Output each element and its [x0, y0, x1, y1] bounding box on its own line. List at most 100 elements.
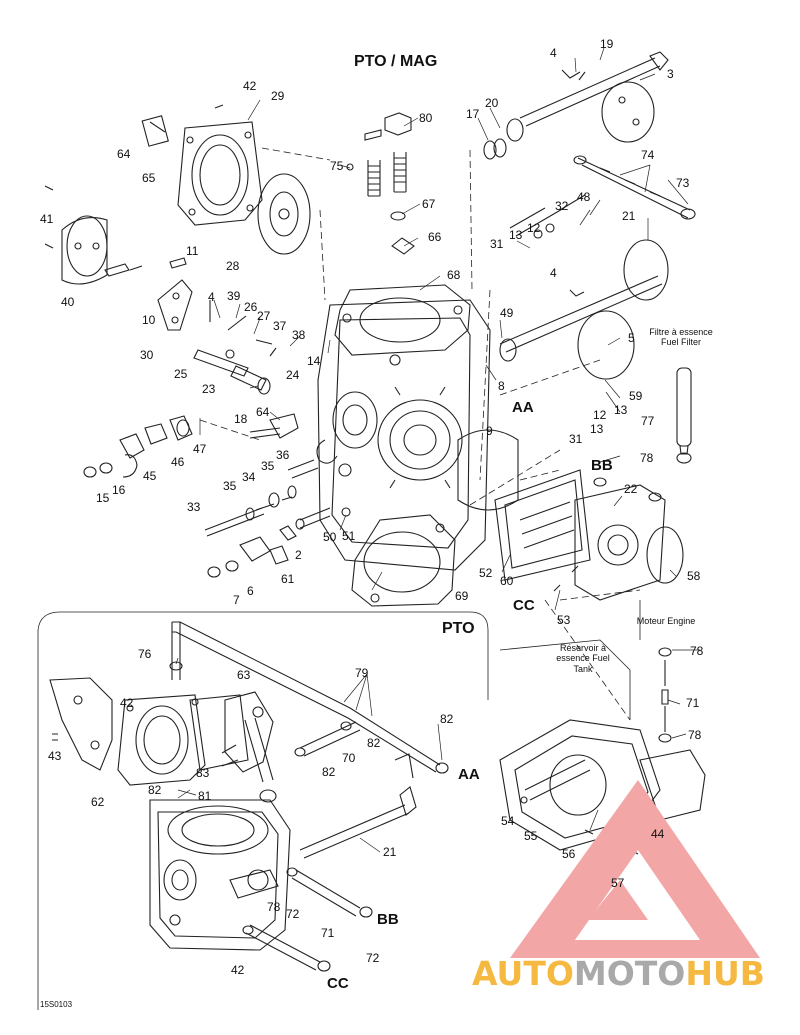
connector-bb-top: BB [591, 457, 613, 474]
part-label: 62 [91, 795, 105, 809]
part-label: 4 [208, 290, 215, 304]
part-label: 75 [330, 159, 344, 173]
part-label: 6 [247, 584, 254, 598]
fuel-tank-note: Réservoir à essence Fuel Tank [556, 643, 610, 674]
jets-and-screws [346, 112, 415, 255]
part-label: 58 [687, 569, 701, 583]
watermark-logo [510, 780, 760, 958]
part-label: 78 [690, 644, 704, 658]
leader-lines [175, 47, 700, 871]
part-label: 29 [271, 89, 285, 103]
part-label: 10 [142, 313, 156, 327]
part-label: 40 [61, 295, 75, 309]
part-label: 42 [120, 696, 134, 710]
part-label: 45 [143, 469, 157, 483]
pto-hose-71 [242, 867, 373, 972]
choke-shaft-assembly [499, 194, 669, 380]
top-gasket-68 [334, 284, 471, 356]
mixture-screws [204, 459, 351, 578]
part-label: 72 [366, 951, 380, 965]
part-label: 8 [498, 379, 505, 393]
fuel-pump-assembly [457, 429, 684, 601]
pto-shaft-21 [299, 753, 417, 859]
part-label: 49 [500, 306, 514, 320]
part-label: 76 [138, 647, 152, 661]
part-label: 79 [355, 666, 369, 680]
part-label: 68 [447, 268, 461, 282]
part-label: 80 [419, 111, 433, 125]
part-label: 21 [622, 209, 636, 223]
part-label: 82 [322, 765, 336, 779]
part-label: 78 [688, 728, 702, 742]
part-label: 3 [667, 67, 674, 81]
part-label: 63 [237, 668, 251, 682]
part-label: 43 [48, 749, 62, 763]
pto-gasket-83 [117, 694, 249, 786]
bracket-62 [49, 677, 113, 771]
part-label: 12 [593, 408, 607, 422]
part-label: 83 [196, 766, 210, 780]
left-cover-40 [44, 185, 143, 285]
hose-70 [294, 721, 449, 774]
part-label: 13 [590, 422, 604, 436]
part-label: 54 [501, 814, 515, 828]
part-label: 55 [524, 829, 538, 843]
connector-aa-top: AA [512, 399, 534, 416]
part-label: 9 [486, 424, 493, 438]
pump-cover-29 [141, 104, 263, 226]
watermark-part3: HUB [685, 954, 765, 993]
part-label: 18 [234, 412, 248, 426]
part-label: 78 [640, 451, 654, 465]
part-label: 36 [276, 448, 290, 462]
fuel-filter-note: Filtre à essence Fuel Filter [649, 327, 713, 348]
part-label: 2 [295, 548, 302, 562]
connector-bb-bottom: BB [377, 911, 399, 928]
pto-carburetor-body [149, 799, 291, 951]
part-label: 61 [281, 572, 295, 586]
connector-cc-top: CC [513, 597, 535, 614]
linkage-rod-74 [573, 155, 696, 220]
bottom-gasket-69 [351, 514, 456, 607]
part-label: 72 [286, 907, 300, 921]
connector-aa-bottom: AA [458, 766, 480, 783]
part-label: 50 [323, 530, 337, 544]
part-label: 71 [321, 926, 335, 940]
part-label: 64 [117, 147, 131, 161]
part-label: 20 [485, 96, 499, 110]
part-label: 4 [550, 46, 557, 60]
watermark-text: AUTOMOTOHUB [472, 954, 765, 993]
part-label: 16 [112, 483, 126, 497]
part-label: 81 [198, 789, 212, 803]
part-label: 69 [455, 589, 469, 603]
part-label: 47 [193, 442, 207, 456]
part-label: 22 [624, 482, 638, 496]
figure-code: 15S0103 [40, 1000, 73, 1009]
part-label: 52 [479, 566, 493, 580]
fuel-filter-77 [676, 367, 692, 464]
part-label: 28 [226, 259, 240, 273]
part-label: 32 [555, 199, 569, 213]
part-label: 33 [187, 500, 201, 514]
part-label: 42 [243, 79, 257, 93]
part-label: 13 [509, 228, 523, 242]
part-label: 64 [256, 405, 270, 419]
part-label: 82 [440, 712, 454, 726]
linkage-63 [221, 691, 277, 803]
part-label: 82 [367, 736, 381, 750]
part-label: 31 [490, 237, 504, 251]
part-label: 77 [641, 414, 655, 428]
part-label: 71 [686, 696, 700, 710]
part-label: 31 [569, 432, 583, 446]
watermark-part2: MOTO [573, 954, 686, 993]
part-label: 56 [562, 847, 576, 861]
part-label: 25 [174, 367, 188, 381]
part-label: 35 [261, 459, 275, 473]
part-label: 57 [611, 876, 625, 890]
part-label: 21 [383, 845, 397, 859]
part-label: 27 [257, 309, 271, 323]
part-label: 19 [600, 37, 614, 51]
part-label: 46 [171, 455, 185, 469]
part-label: 12 [527, 221, 541, 235]
part-label: 37 [273, 319, 287, 333]
